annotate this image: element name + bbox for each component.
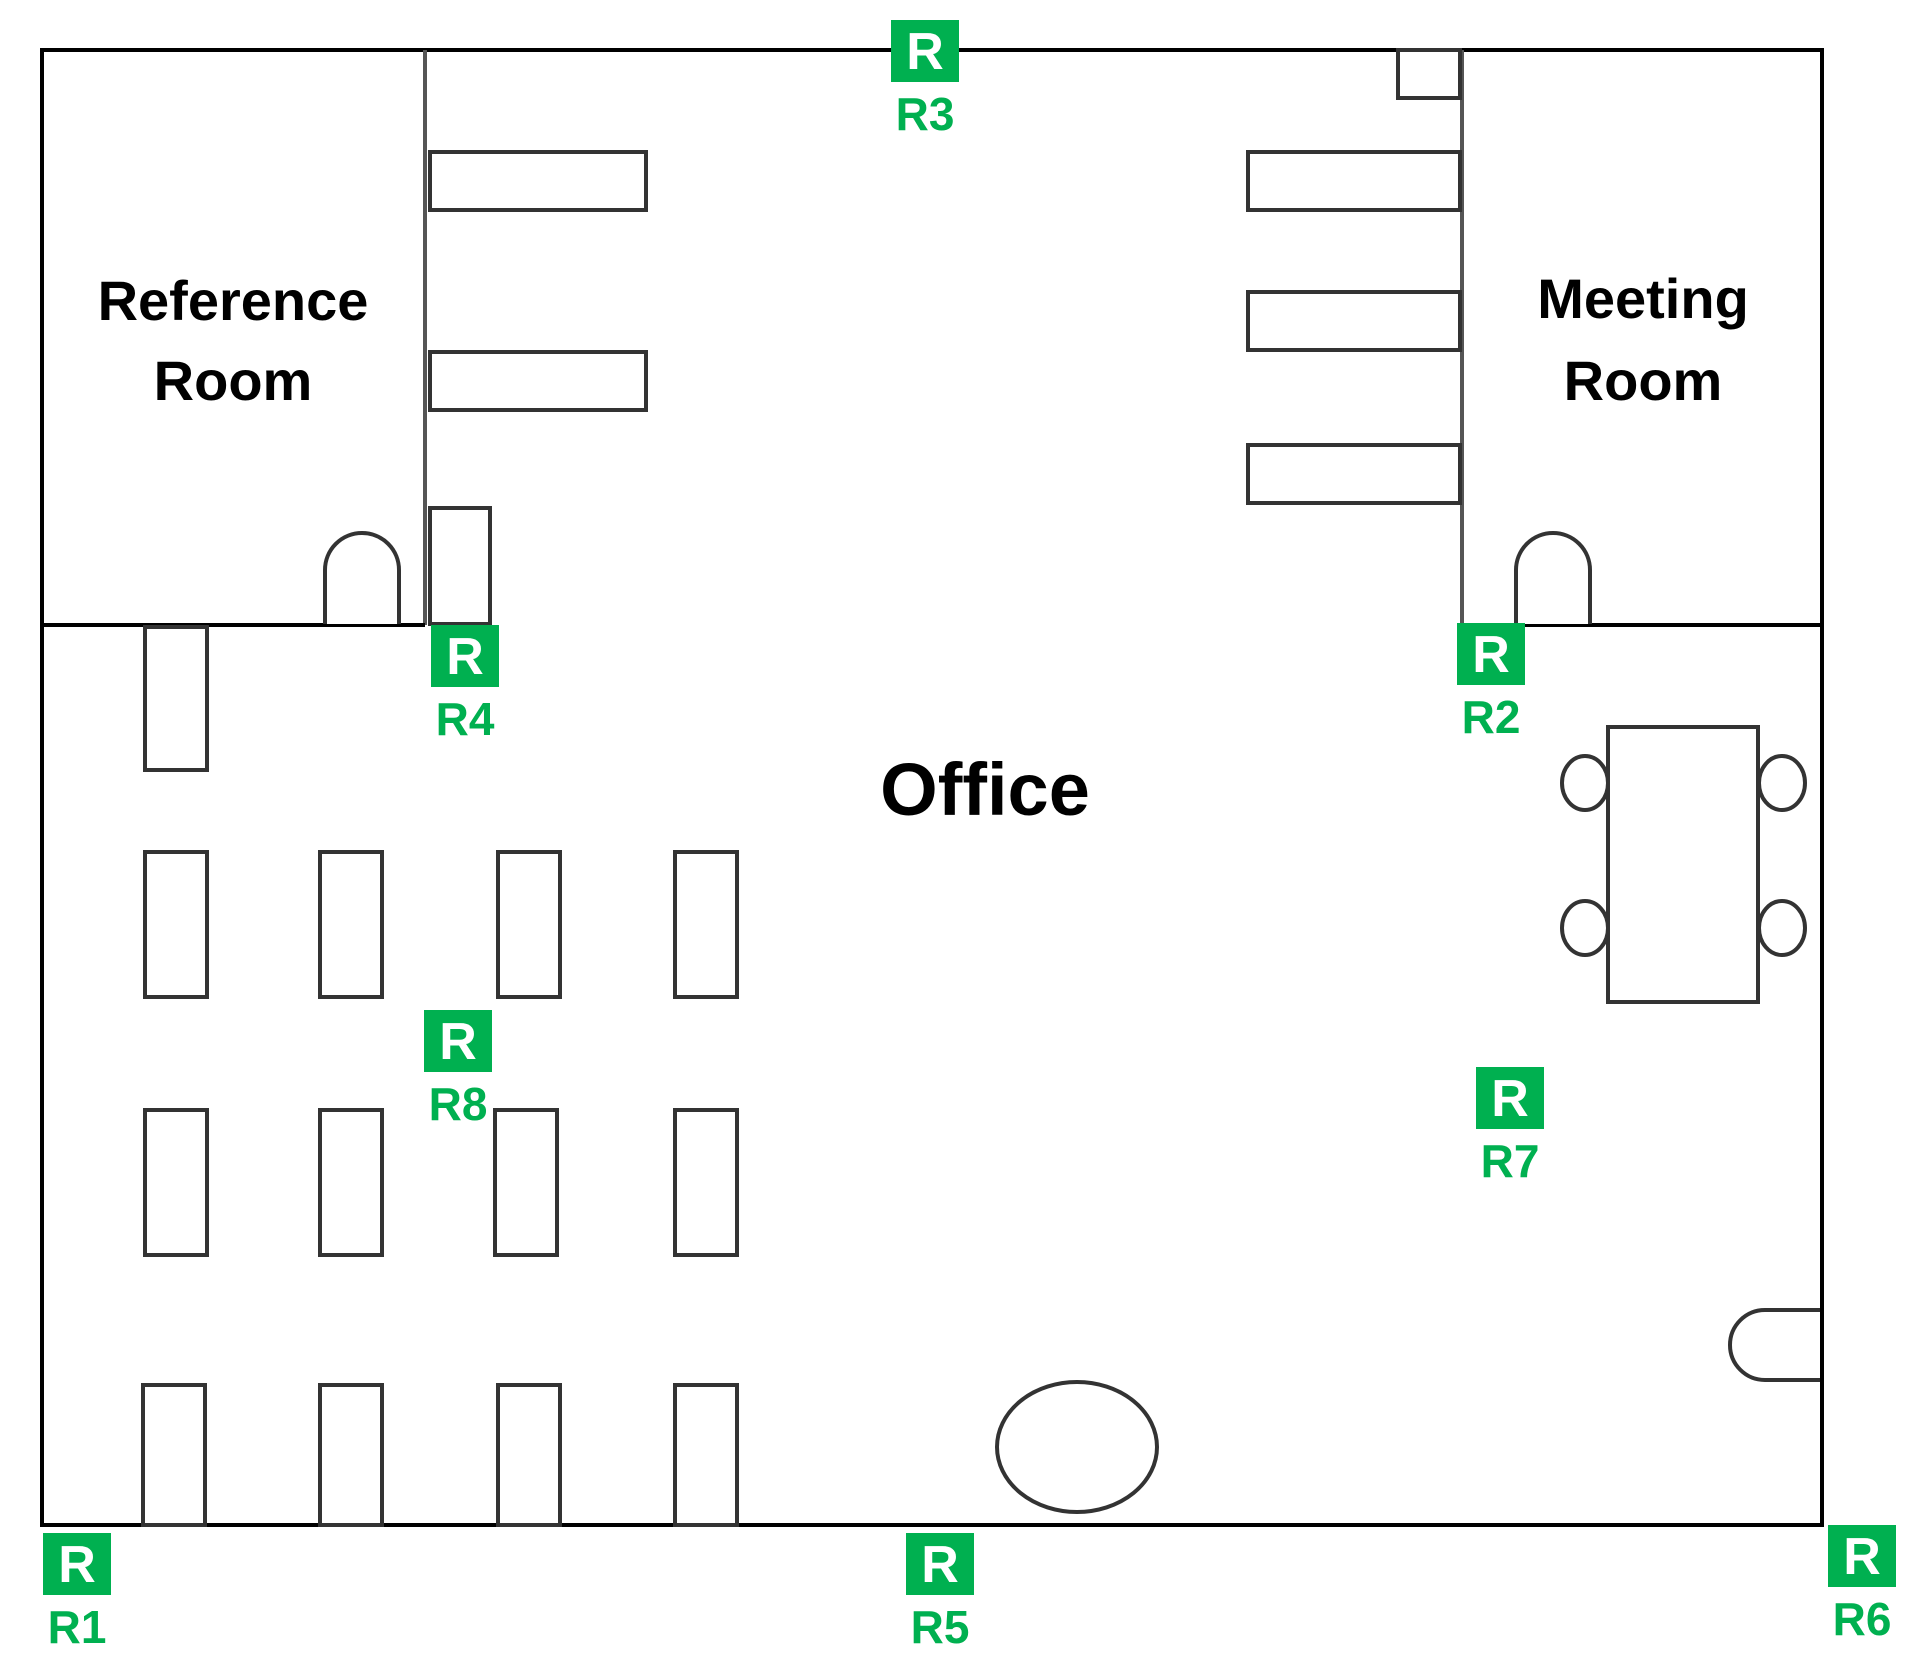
marker-r1: R R1	[43, 1533, 111, 1653]
desk-grid	[141, 850, 739, 1527]
marker-symbol: R	[446, 628, 484, 686]
meeting-table-set	[1560, 725, 1807, 1004]
shelf	[1246, 290, 1462, 352]
marker-symbol: R	[906, 23, 944, 81]
desk	[496, 850, 562, 999]
marker-box	[43, 1533, 111, 1595]
shelf	[428, 350, 648, 412]
marker-box	[424, 1010, 492, 1072]
desk	[318, 1108, 384, 1257]
side-door	[1728, 1308, 1820, 1382]
marker-r8: R R8	[424, 1010, 492, 1130]
marker-symbol: R	[1491, 1070, 1529, 1128]
marker-symbol: R	[58, 1536, 96, 1594]
desk	[318, 850, 384, 999]
marker-r4: R R4	[431, 625, 499, 745]
chair	[1757, 899, 1807, 957]
desk	[673, 1383, 739, 1527]
marker-label: R8	[429, 1078, 488, 1130]
meeting-room-label-line2: Room	[1564, 349, 1723, 412]
reference-room-door	[323, 531, 401, 624]
cabinet	[1396, 48, 1462, 100]
desk	[496, 1383, 562, 1527]
cabinet	[428, 506, 492, 626]
marker-box	[1457, 623, 1525, 685]
desk	[318, 1383, 384, 1527]
marker-r3: R R3	[891, 20, 959, 140]
marker-r5: R R5	[906, 1533, 974, 1653]
desk	[673, 850, 739, 999]
marker-box	[1828, 1525, 1896, 1587]
marker-label: R3	[896, 88, 955, 140]
marker-symbol: R	[921, 1536, 959, 1594]
marker-box	[891, 20, 959, 82]
meeting-table	[1606, 725, 1760, 1004]
marker-r7: R R7	[1476, 1067, 1544, 1187]
reference-room-label-line1: Reference	[98, 269, 369, 332]
marker-label: R4	[436, 693, 495, 745]
marker-label: R6	[1833, 1593, 1892, 1645]
marker-box	[906, 1533, 974, 1595]
marker-label: R7	[1481, 1135, 1540, 1187]
marker-label: R5	[911, 1601, 970, 1653]
marker-symbol: R	[1472, 626, 1510, 684]
chair	[1757, 754, 1807, 812]
marker-label: R2	[1462, 691, 1521, 743]
meeting-room-door	[1514, 531, 1592, 624]
cabinet	[143, 625, 209, 772]
shelf	[1246, 150, 1462, 212]
chair	[1560, 754, 1610, 812]
desk	[673, 1108, 739, 1257]
reference-room-label-line2: Room	[154, 349, 313, 412]
marker-box	[431, 625, 499, 687]
desk	[141, 1383, 207, 1527]
shelf	[428, 150, 648, 212]
desk	[143, 1108, 209, 1257]
marker-label: R1	[48, 1601, 107, 1653]
marker-r2: R R2	[1457, 623, 1525, 743]
marker-symbol: R	[439, 1013, 477, 1071]
meeting-room-label-line1: Meeting	[1537, 267, 1749, 330]
shelf	[1246, 443, 1462, 505]
marker-symbol: R	[1843, 1528, 1881, 1586]
round-table	[995, 1380, 1159, 1514]
marker-r6: R R6	[1828, 1525, 1896, 1645]
desk	[143, 850, 209, 999]
office-label: Office	[880, 748, 1090, 831]
chair	[1560, 899, 1610, 957]
marker-box	[1476, 1067, 1544, 1129]
desk	[493, 1108, 559, 1257]
